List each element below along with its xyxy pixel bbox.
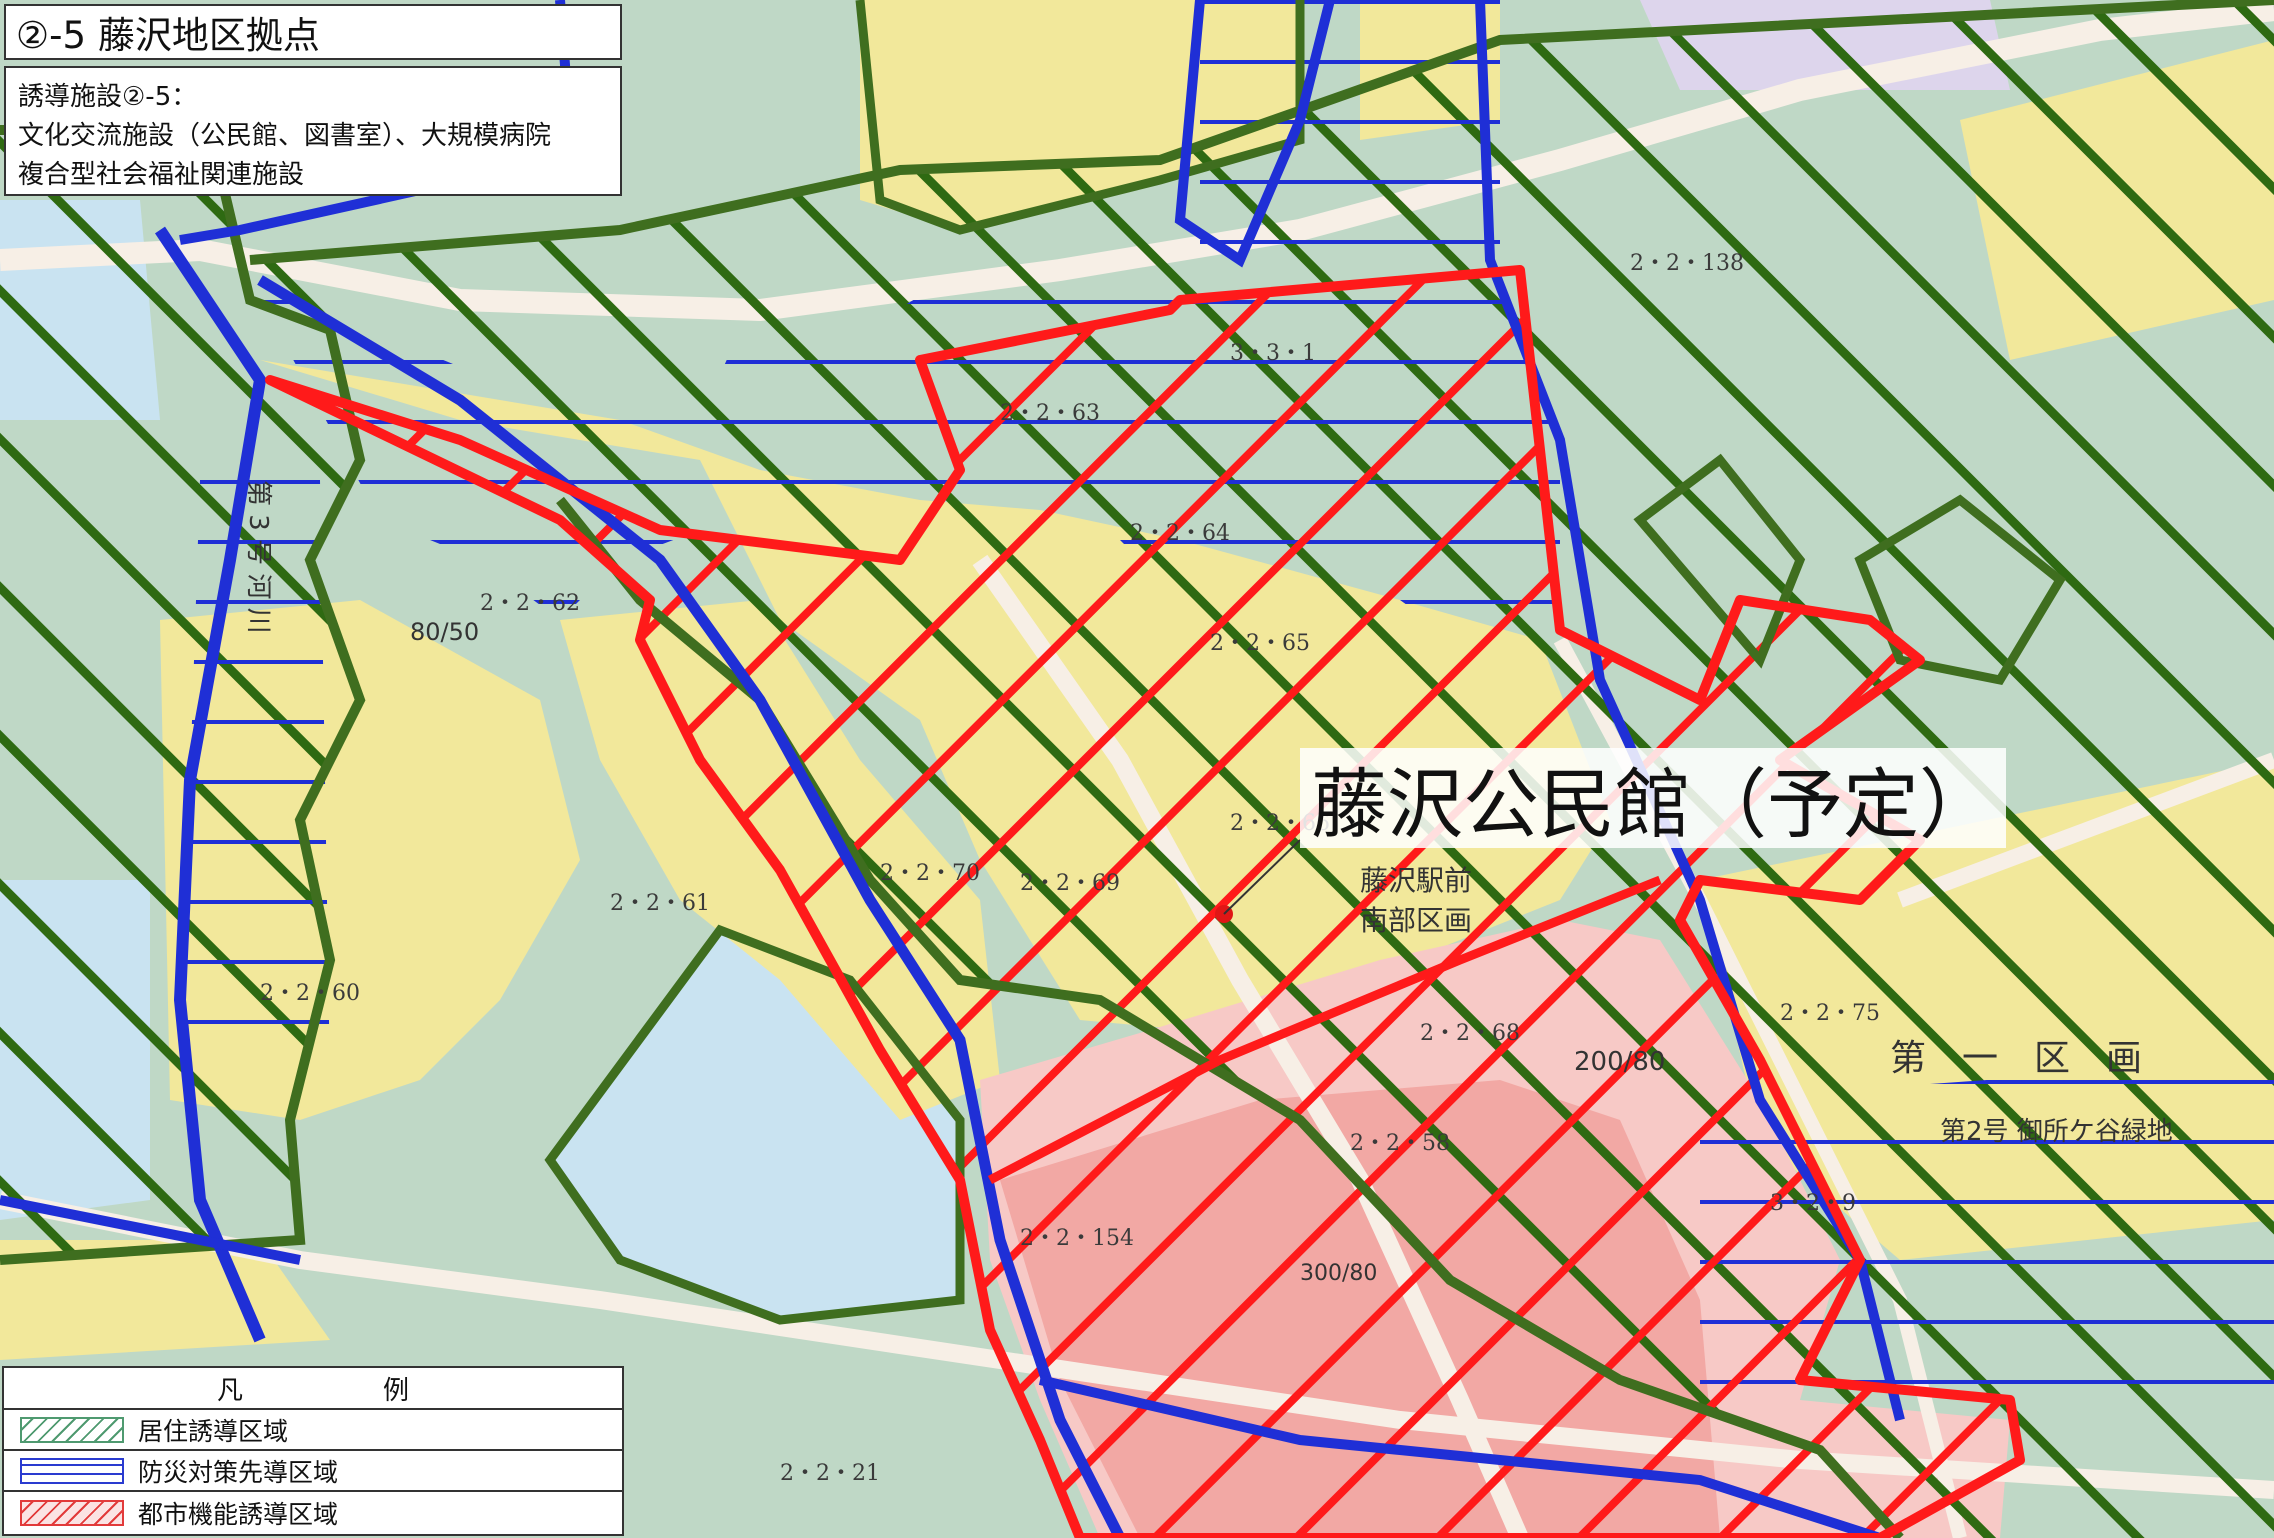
block-code-label: 2・2・64 [1130, 521, 1230, 546]
page-title: ②-5 藤沢地区拠点 [16, 14, 320, 57]
block-code-label: 2・2・21 [780, 1461, 880, 1486]
residential-swatch [20, 1416, 124, 1443]
legend-label-residential: 居住誘導区域 [138, 1416, 289, 1446]
label-zone-300-80: 300/80 [1300, 1261, 1377, 1286]
legend-row-residential: 居住誘導区域 [4, 1410, 622, 1451]
map-legend: 凡 例 居住誘導区域 防災対策先導区域 都市機能誘導区域 [2, 1366, 624, 1536]
label-river: 第 3 号 河 川 [243, 480, 273, 634]
title-box: ②-5 藤沢地区拠点 [4, 4, 622, 60]
facility-callout: 藤沢公民館（予定） [1300, 748, 2006, 849]
block-code-label: 3・3・1 [1230, 341, 1316, 366]
block-code-label: 2・2・70 [880, 861, 980, 886]
block-code-label: 2・2・62 [480, 591, 580, 616]
label-minamibu: 南部区画 [1360, 904, 1472, 937]
block-code-label: 2・2・58 [1350, 1131, 1450, 1156]
facility-line-2: 複合型社会福祉関連施設 [18, 160, 305, 190]
facility-line-1: 文化交流施設（公民館、図書室）、大規模病院 [18, 121, 552, 151]
label-zone-200-80: 200/80 [1574, 1047, 1665, 1077]
legend-label-urban: 都市機能誘導区域 [138, 1499, 339, 1529]
legend-title-left: 凡 [216, 1375, 243, 1406]
label-daiichi-kukaku: 第 一 区 画 [1890, 1038, 2142, 1079]
block-code-label: 2・2・60 [260, 981, 360, 1006]
urban-swatch [20, 1499, 124, 1526]
block-code-label: 2・2・61 [610, 891, 710, 916]
block-code-label: 2・2・68 [1420, 1021, 1520, 1046]
disaster-swatch [20, 1457, 124, 1484]
facility-heading: 誘導施設②-5： [18, 82, 198, 112]
callout-text: 藤沢公民館（予定） [1311, 760, 1995, 849]
legend-row-urban: 都市機能誘導区域 [4, 1492, 622, 1533]
block-code-label: 2・2・65 [1210, 631, 1310, 656]
block-code-label: 2・2・63 [1000, 401, 1100, 426]
legend-label-disaster: 防災対策先導区域 [138, 1457, 339, 1487]
legend-title-right: 例 [383, 1375, 410, 1406]
block-code-label: 2・2・138 [1630, 251, 1744, 276]
block-code-label: 3・2・9 [1770, 1191, 1856, 1216]
block-code-label: 2・2・75 [1780, 1001, 1880, 1026]
facility-box: 誘導施設②-5： 文化交流施設（公民館、図書室）、大規模病院 複合型社会福祉関連… [4, 66, 622, 196]
legend-row-disaster: 防災対策先導区域 [4, 1451, 622, 1492]
block-code-label: 2・2・69 [1020, 871, 1120, 896]
label-park: 第2号 御所ケ谷緑地 [1940, 1117, 2173, 1147]
block-code-labels: 2・2・632・2・642・2・652・2・662・2・692・2・702・2・… [260, 251, 1880, 1486]
label-fujisawa-ekimae: 藤沢駅前 [1360, 864, 1472, 897]
label-zone-80-50: 80/50 [410, 618, 479, 646]
legend-title: 凡 例 [4, 1368, 622, 1410]
block-code-label: 2・2・154 [1020, 1226, 1134, 1251]
